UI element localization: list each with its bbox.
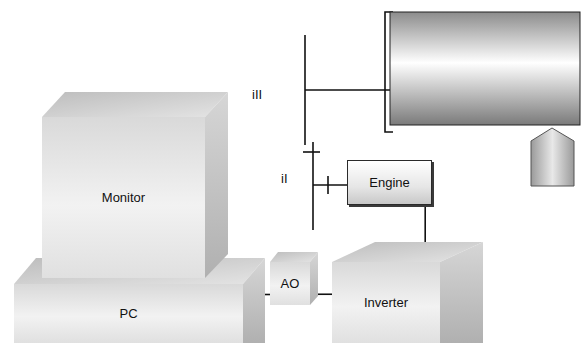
box-label: Inverter: [364, 295, 408, 311]
pc-side-face: [243, 258, 265, 343]
ao-top-face: [270, 252, 318, 262]
ao-side-face: [310, 252, 318, 305]
box-label: PC: [119, 306, 137, 322]
engine-box: Engine: [347, 160, 432, 205]
ratio-label: iI: [281, 171, 288, 187]
inverter-side-face: [440, 242, 483, 343]
box-label: Monitor: [102, 190, 145, 206]
drum-shaft: [305, 89, 390, 91]
monitor-top-face: [42, 92, 228, 117]
cutting-tool: [531, 128, 574, 186]
gear-i: [312, 142, 314, 230]
inverter-box: Inverter: [332, 262, 440, 343]
engine-shaft: [313, 184, 347, 186]
intermediate-shaft: [303, 151, 320, 153]
drum-cylinder: [390, 12, 580, 125]
monitor-side-face: [205, 92, 228, 278]
box-label: AO: [281, 276, 300, 292]
monitor-box: Monitor: [42, 117, 205, 278]
ao-box: AO: [270, 262, 310, 305]
box-label: Engine: [369, 175, 409, 191]
pc-box: PC: [14, 284, 243, 343]
ratio-label: iII: [252, 87, 262, 103]
